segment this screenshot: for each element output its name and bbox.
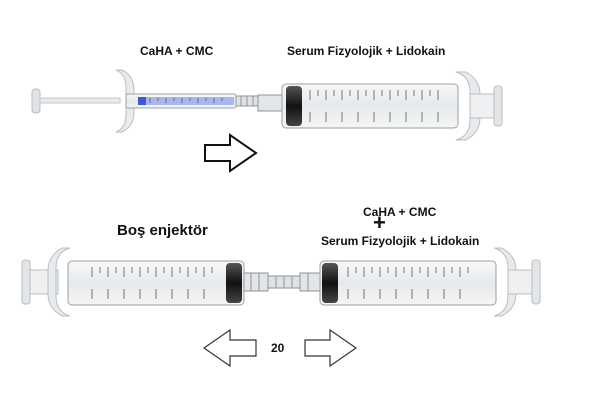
label-caha-cmc-top: CaHA + CMC — [140, 44, 214, 58]
label-serum-top: Serum Fizyolojik + Lidokain — [287, 44, 446, 58]
label-serum-bottom: Serum Fizyolojik + Lidokain — [321, 234, 480, 248]
arrow-right-icon — [204, 133, 258, 173]
label-caha-cmc-bottom: CaHA + CMC — [363, 205, 437, 219]
small-syringe-caha — [31, 69, 259, 133]
arrow-right-icon — [304, 328, 358, 368]
label-repetition-count: 20 — [271, 341, 285, 355]
label-empty-syringe: Boş enjektör — [117, 222, 208, 239]
mixture-syringe — [299, 247, 541, 317]
empty-syringe — [21, 247, 269, 317]
label-plus: + — [373, 210, 386, 235]
arrow-left-icon — [202, 328, 257, 368]
luer-connector — [267, 275, 301, 289]
large-syringe-serum-top — [257, 71, 503, 141]
